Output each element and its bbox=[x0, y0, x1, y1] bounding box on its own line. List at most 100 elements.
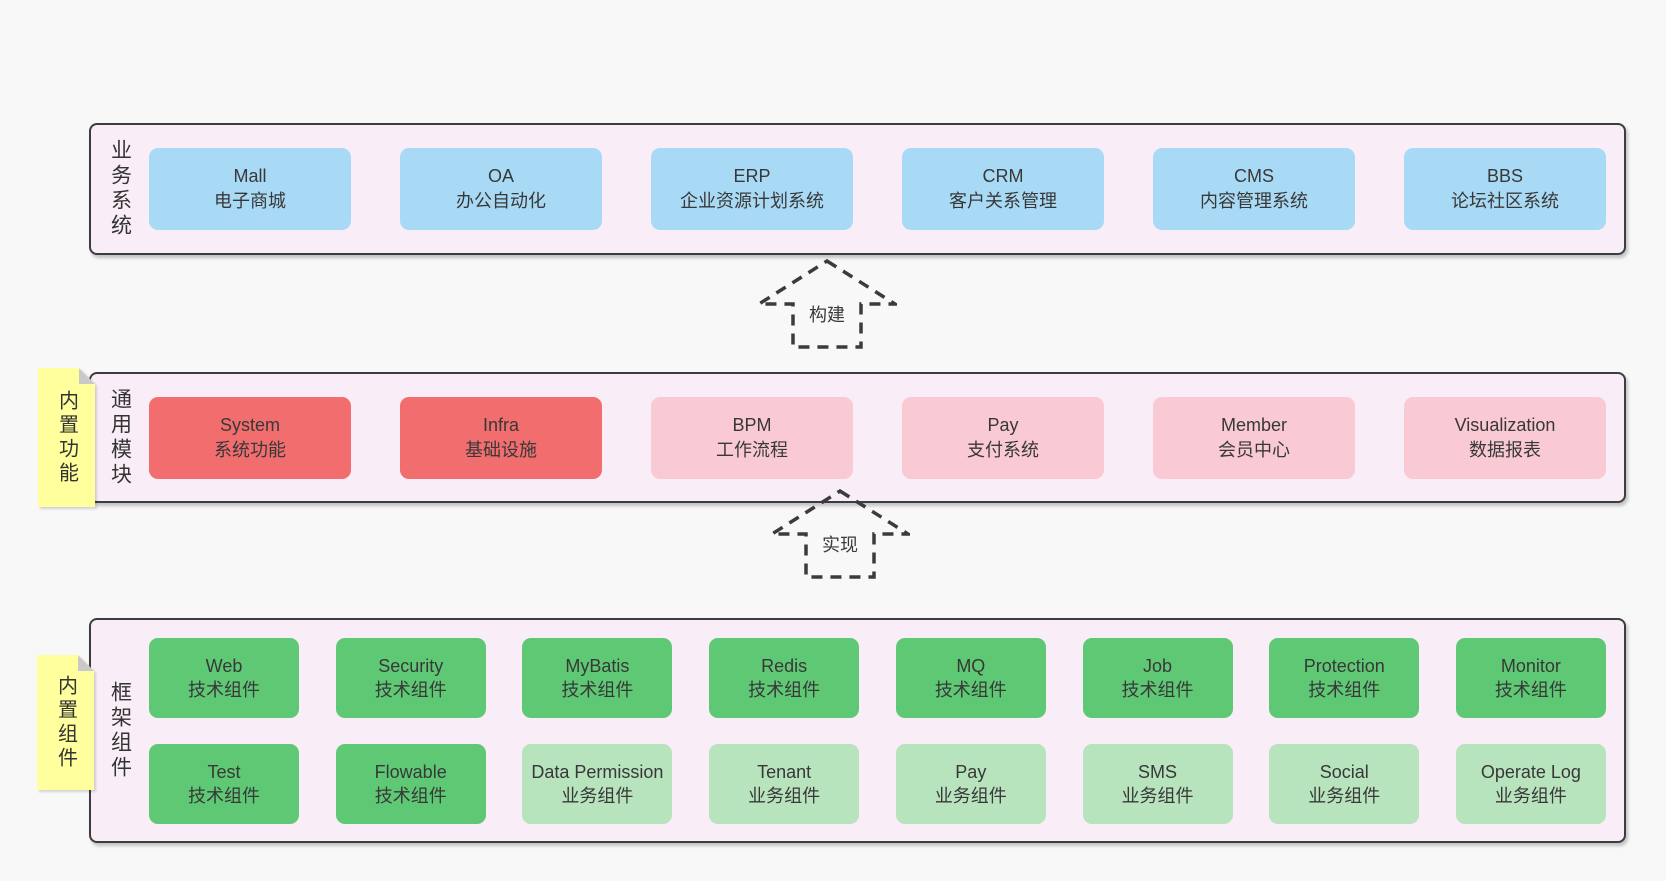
build-arrow: 构建 bbox=[757, 259, 897, 349]
node-title: Mall bbox=[233, 166, 267, 186]
node-subtitle: 内容管理系统 bbox=[1200, 191, 1308, 211]
node-infra: Infra 基础设施 bbox=[400, 396, 602, 479]
node-member: Member 会员中心 bbox=[1153, 396, 1355, 479]
node-subtitle: 会员中心 bbox=[1218, 439, 1290, 460]
build-arrow-label: 构建 bbox=[808, 301, 846, 327]
node-title: Pay bbox=[987, 414, 1019, 435]
node-title: Pay bbox=[955, 761, 987, 782]
node-title: CMS bbox=[1234, 166, 1274, 186]
node-subtitle: 技术组件 bbox=[561, 679, 634, 700]
node-pay-component: Pay 业务组件 bbox=[895, 743, 1046, 824]
node-subtitle: 工作流程 bbox=[716, 439, 788, 460]
node-subtitle: 业务组件 bbox=[1308, 785, 1381, 806]
node-subtitle: 业务组件 bbox=[934, 785, 1007, 806]
layer-modules-label: 通用模块 bbox=[108, 387, 132, 488]
modules-boxes-row: System 系统功能 Infra 基础设施 BPM 工作流程 Pay 支付系统… bbox=[149, 396, 1624, 479]
node-web: Web 技术组件 bbox=[149, 637, 299, 718]
node-mybatis: MyBatis 技术组件 bbox=[522, 637, 673, 718]
layer-label-column: 框架组件 bbox=[91, 620, 149, 841]
node-subtitle: 电子商城 bbox=[214, 191, 286, 211]
node-erp: ERP 企业资源计划系统 bbox=[651, 148, 853, 230]
node-job: Job 技术组件 bbox=[1082, 637, 1233, 718]
layer-label-column: 业务系统 bbox=[91, 125, 149, 253]
sticky-note-builtin-features: 内置功能 bbox=[38, 368, 95, 507]
sticky-note-text: 内置组件 bbox=[54, 674, 77, 771]
node-subtitle: 数据报表 bbox=[1469, 439, 1541, 460]
node-subtitle: 技术组件 bbox=[934, 679, 1007, 700]
layer-common-modules: 通用模块 System 系统功能 Infra 基础设施 BPM 工作流程 Pay… bbox=[89, 372, 1626, 503]
node-subtitle: 办公自动化 bbox=[456, 191, 546, 211]
node-security: Security 技术组件 bbox=[335, 637, 486, 718]
node-title: Data Permission bbox=[531, 761, 664, 782]
up-block-arrow-icon bbox=[770, 489, 910, 579]
node-cms: CMS 内容管理系统 bbox=[1153, 148, 1355, 230]
node-title: SMS bbox=[1138, 761, 1178, 782]
node-subtitle: 技术组件 bbox=[748, 679, 821, 700]
node-title: System bbox=[219, 414, 280, 435]
node-title: BPM bbox=[732, 414, 772, 435]
node-subtitle: 基础设施 bbox=[465, 439, 537, 460]
node-bpm: BPM 工作流程 bbox=[651, 396, 853, 479]
node-title: Web bbox=[205, 655, 243, 676]
node-title: OA bbox=[487, 166, 514, 186]
components-row-1: Web 技术组件 Security 技术组件 MyBatis 技术组件 Redi… bbox=[149, 637, 1606, 718]
node-subtitle: 业务组件 bbox=[561, 785, 634, 806]
node-subtitle: 企业资源计划系统 bbox=[680, 191, 824, 211]
node-crm: CRM 客户关系管理 bbox=[902, 148, 1104, 230]
implement-arrow-label: 实现 bbox=[821, 531, 859, 557]
node-title: Member bbox=[1220, 414, 1287, 435]
note-fold-icon bbox=[79, 368, 95, 384]
node-redis: Redis 技术组件 bbox=[709, 637, 860, 718]
node-mq: MQ 技术组件 bbox=[895, 637, 1046, 718]
node-bbs: BBS 论坛社区系统 bbox=[1404, 148, 1606, 230]
layer-framework-components: 框架组件 Web 技术组件 Security 技术组件 MyBatis 技术组件… bbox=[89, 618, 1626, 843]
sticky-note-text: 内置功能 bbox=[55, 389, 78, 486]
node-subtitle: 业务组件 bbox=[1121, 785, 1194, 806]
node-subtitle: 技术组件 bbox=[188, 679, 260, 700]
node-social: Social 业务组件 bbox=[1269, 743, 1420, 824]
node-subtitle: 业务组件 bbox=[1494, 785, 1567, 806]
node-title: Protection bbox=[1303, 655, 1385, 676]
node-visualization: Visualization 数据报表 bbox=[1404, 396, 1606, 479]
layer-business-systems: 业务系统 Mall 电子商城 OA 办公自动化 ERP 企业资源计划系统 CRM… bbox=[89, 123, 1626, 255]
node-pay-module: Pay 支付系统 bbox=[902, 396, 1104, 479]
node-protection: Protection 技术组件 bbox=[1269, 637, 1420, 718]
node-system: System 系统功能 bbox=[149, 396, 351, 479]
node-title: Job bbox=[1143, 655, 1173, 676]
node-title: Infra bbox=[482, 414, 520, 435]
node-subtitle: 论坛社区系统 bbox=[1451, 191, 1559, 211]
node-title: Visualization bbox=[1454, 414, 1556, 435]
node-subtitle: 技术组件 bbox=[188, 785, 260, 806]
node-title: BBS bbox=[1486, 166, 1524, 186]
node-data-permission: Data Permission 业务组件 bbox=[522, 743, 673, 824]
node-mall: Mall 电子商城 bbox=[149, 148, 351, 230]
node-title: MQ bbox=[956, 655, 986, 676]
sticky-note: 内置功能 bbox=[38, 368, 95, 507]
node-subtitle: 技术组件 bbox=[1121, 679, 1194, 700]
node-subtitle: 技术组件 bbox=[374, 679, 447, 700]
business-boxes-row: Mall 电子商城 OA 办公自动化 ERP 企业资源计划系统 CRM 客户关系… bbox=[149, 148, 1624, 230]
sticky-note: 内置组件 bbox=[37, 655, 94, 790]
components-grid: Web 技术组件 Security 技术组件 MyBatis 技术组件 Redi… bbox=[149, 637, 1624, 824]
layer-label-column: 通用模块 bbox=[91, 374, 149, 501]
node-test: Test 技术组件 bbox=[149, 743, 299, 824]
node-title: Social bbox=[1319, 761, 1369, 782]
node-subtitle: 客户关系管理 bbox=[949, 191, 1057, 211]
layer-business-label: 业务系统 bbox=[108, 139, 132, 239]
node-subtitle: 技术组件 bbox=[374, 785, 447, 806]
node-oa: OA 办公自动化 bbox=[400, 148, 602, 230]
node-title: Test bbox=[207, 761, 241, 782]
node-subtitle: 支付系统 bbox=[967, 439, 1039, 460]
node-title: CRM bbox=[982, 166, 1024, 186]
node-subtitle: 业务组件 bbox=[748, 785, 821, 806]
sticky-note-builtin-components: 内置组件 bbox=[37, 655, 94, 790]
node-title: ERP bbox=[733, 166, 771, 186]
node-title: Tenant bbox=[757, 761, 812, 782]
node-flowable: Flowable 技术组件 bbox=[335, 743, 486, 824]
node-title: Operate Log bbox=[1480, 761, 1581, 782]
node-title: Flowable bbox=[374, 761, 447, 782]
node-title: Monitor bbox=[1500, 655, 1561, 676]
node-title: Redis bbox=[761, 655, 808, 676]
node-tenant: Tenant 业务组件 bbox=[709, 743, 860, 824]
node-subtitle: 技术组件 bbox=[1308, 679, 1381, 700]
